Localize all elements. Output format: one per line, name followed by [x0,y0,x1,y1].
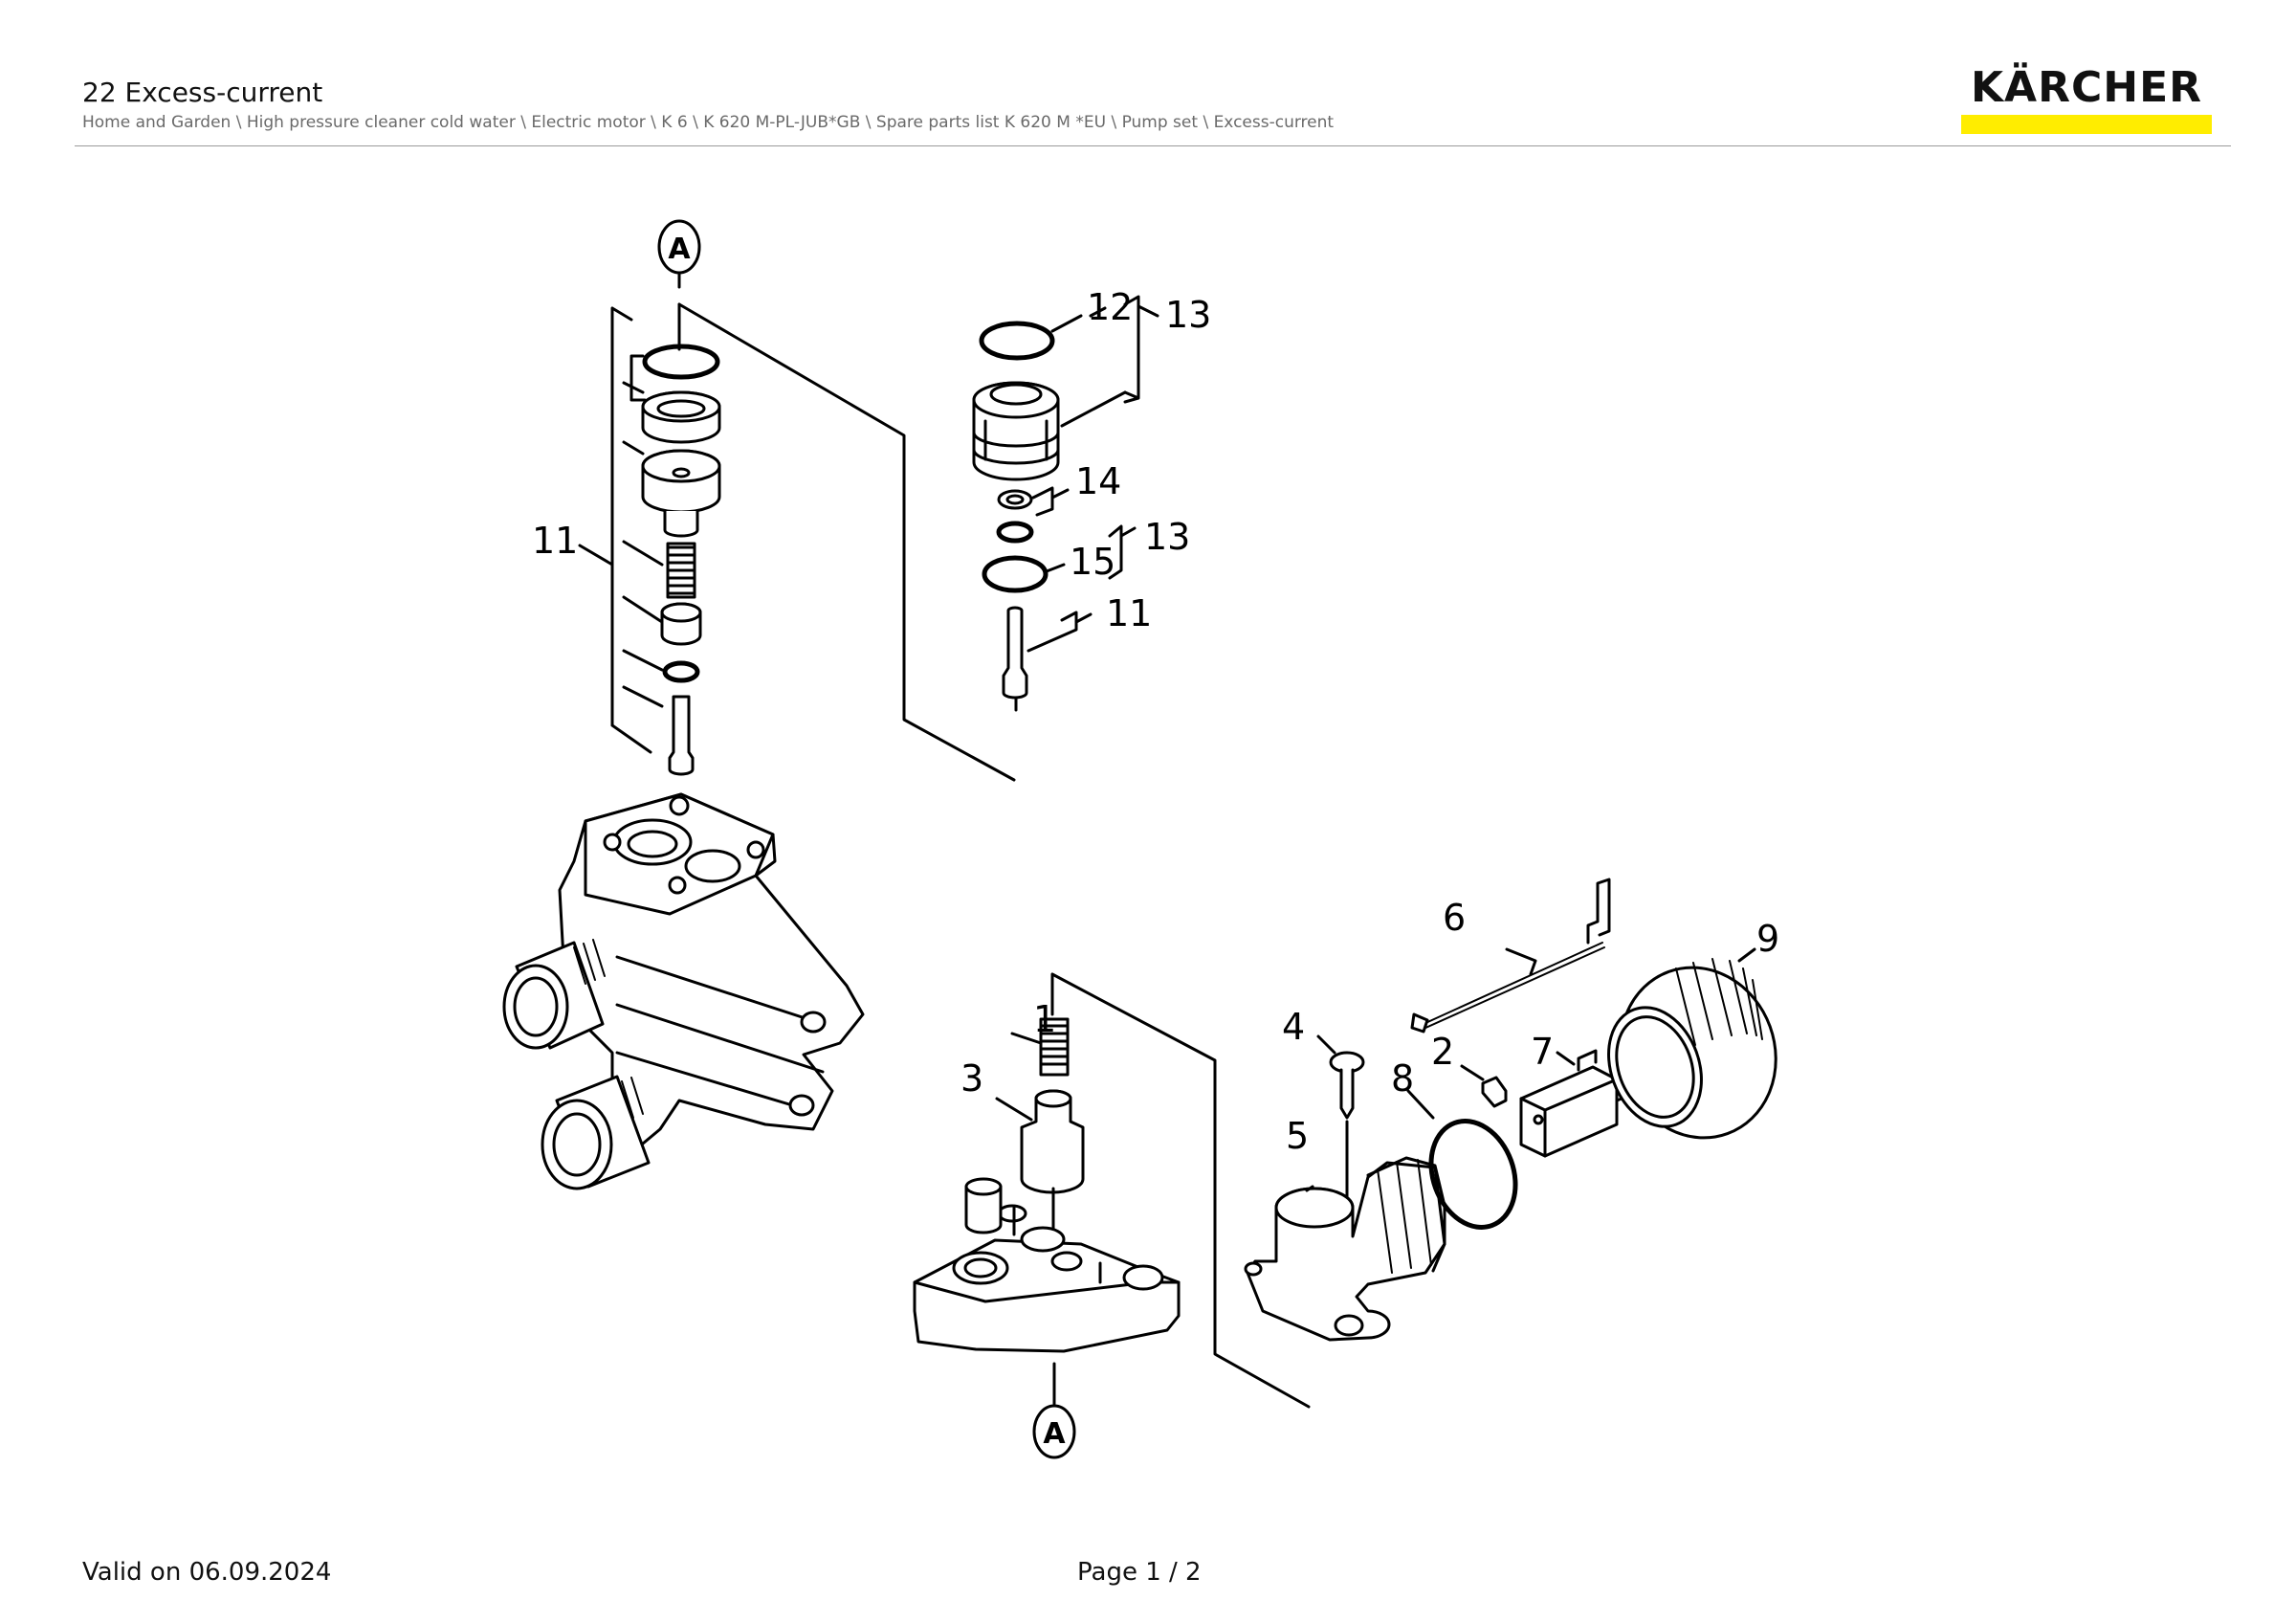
pin-part-2 [1481,1076,1508,1108]
callout-1: 1 [1033,998,1056,1040]
wire-part-6 [1410,878,1611,1034]
union-nut-part-9 [1607,947,1777,1140]
callout-11-right: 11 [1106,592,1152,634]
callout-5: 5 [1286,1115,1309,1157]
header-divider [75,145,2231,146]
marker-a-bottom-label: A [1043,1417,1066,1451]
callout-labels: 1 2 3 4 5 6 7 8 9 11 11 12 13 13 14 15 [532,286,1779,1157]
callout-11-left: 11 [532,520,578,562]
marker-a-top: A [657,219,701,289]
pump-head [502,792,865,1190]
valve-base-group [913,972,1311,1409]
callout-8: 8 [1391,1057,1414,1100]
callout-2: 2 [1431,1031,1454,1073]
brand-logo-bar [1961,115,2212,134]
callout-7: 7 [1531,1031,1554,1073]
callout-6: 6 [1443,897,1466,939]
valid-date: Valid on 06.09.2024 [82,1558,332,1587]
callout-leaders [1089,306,1107,318]
callout-12: 12 [1087,286,1133,328]
callout-14: 14 [1075,460,1121,502]
callout-3: 3 [960,1057,983,1100]
callout-13-mid: 13 [1144,516,1190,558]
callout-15: 15 [1070,541,1115,583]
valve-stack-left [578,302,1016,782]
valve-stack-right [972,295,1159,712]
o-ring-part-8 [1428,1119,1518,1230]
microswitch-part-7 [1519,1049,1628,1158]
callout-13-top: 13 [1165,294,1211,336]
callout-9: 9 [1756,918,1779,960]
brand-logo: KÄRCHER [1961,63,2212,136]
page-number: Page 1 / 2 [1077,1558,1202,1587]
marker-a-bottom: A [1032,1362,1076,1459]
leader-2 [1460,1064,1485,1081]
brand-logo-text: KÄRCHER [1970,63,2203,112]
marker-a-top-label: A [668,233,691,266]
page-title: 22 Excess-current [82,77,323,108]
housing-part-5 [1244,1156,1446,1342]
leader-8 [1406,1089,1435,1120]
callout-4: 4 [1282,1006,1305,1048]
breadcrumb: Home and Garden \ High pressure cleaner … [82,113,1335,132]
